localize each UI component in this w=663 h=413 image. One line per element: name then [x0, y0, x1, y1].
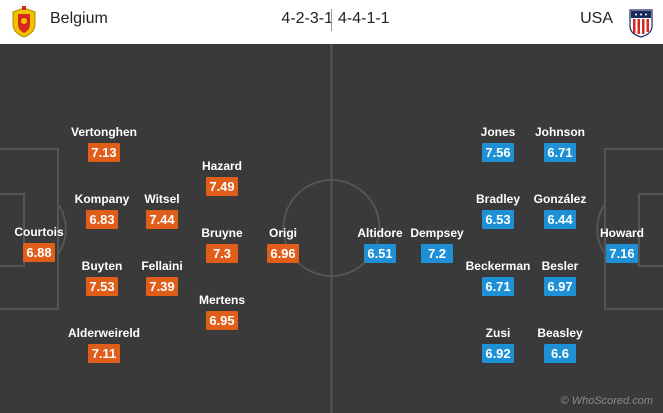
player-name: Buyten — [81, 259, 123, 273]
home-player-alderweireld[interactable]: Alderweireld 7.11 — [59, 326, 149, 363]
player-name: Beasley — [537, 326, 583, 340]
player-rating: 7.11 — [88, 344, 120, 363]
player-rating: 6.92 — [482, 344, 514, 363]
player-rating: 7.2 — [421, 244, 453, 263]
home-player-kompany[interactable]: Kompany 6.83 — [57, 192, 147, 229]
player-name: Fellaini — [141, 259, 183, 273]
home-player-hazard[interactable]: Hazard 7.49 — [177, 159, 267, 196]
player-name: Altidore — [357, 226, 403, 240]
player-rating: 6.97 — [544, 277, 576, 296]
player-name: Howard — [599, 226, 644, 240]
player-name: Zusi — [485, 326, 511, 340]
player-rating: 7.3 — [206, 244, 238, 263]
player-rating: 6.53 — [482, 210, 514, 229]
player-name: Besler — [541, 259, 579, 273]
away-player-johnson[interactable]: Johnson 6.71 — [515, 125, 605, 162]
home-player-witsel[interactable]: Witsel 7.44 — [117, 192, 207, 229]
player-rating: 6.71 — [544, 143, 576, 162]
home-player-mertens[interactable]: Mertens 6.95 — [177, 293, 267, 330]
player-name: González — [533, 192, 587, 206]
home-player-vertonghen[interactable]: Vertonghen 7.13 — [59, 125, 149, 162]
player-name: Origi — [268, 226, 297, 240]
away-player-howard[interactable]: Howard 7.16 — [577, 226, 663, 263]
player-rating: 6.88 — [23, 243, 55, 262]
player-name: Kompany — [74, 192, 130, 206]
away-player-besler[interactable]: Besler 6.97 — [515, 259, 605, 296]
player-name: Vertonghen — [70, 125, 137, 139]
player-name: Jones — [480, 125, 516, 139]
player-name: Bruyne — [201, 226, 243, 240]
home-player-courtois[interactable]: Courtois 6.88 — [0, 225, 84, 262]
away-player-jones[interactable]: Jones 7.56 — [453, 125, 543, 162]
away-player-beasley[interactable]: Beasley 6.6 — [515, 326, 605, 363]
player-rating: 6.51 — [364, 244, 396, 263]
home-player-fellaini[interactable]: Fellaini 7.39 — [117, 259, 207, 296]
away-player-dempsey[interactable]: Dempsey 7.2 — [392, 226, 482, 263]
player-rating: 7.44 — [146, 210, 178, 229]
formation-divider — [331, 9, 332, 31]
match-header: Belgium 4-2-3-1 4-4-1-1 USA — [0, 0, 663, 44]
player-name: Dempsey — [410, 226, 464, 240]
player-name: Johnson — [535, 125, 585, 139]
player-name: Hazard — [201, 159, 242, 173]
away-player-bradley[interactable]: Bradley 6.53 — [453, 192, 543, 229]
player-rating: 7.53 — [86, 277, 118, 296]
player-rating: 6.6 — [544, 344, 576, 363]
player-rating: 6.71 — [482, 277, 514, 296]
player-rating: 7.13 — [88, 143, 120, 162]
watermark: © WhoScored.com — [560, 395, 653, 407]
home-player-buyten[interactable]: Buyten 7.53 — [57, 259, 147, 296]
away-team-name: USA — [580, 10, 613, 27]
player-rating: 6.83 — [86, 210, 118, 229]
player-name: Bradley — [475, 192, 521, 206]
player-rating: 6.44 — [544, 210, 576, 229]
away-player-altidore[interactable]: Altidore 6.51 — [335, 226, 425, 263]
player-name: Witsel — [144, 192, 180, 206]
player-rating: 6.96 — [267, 244, 299, 263]
away-player-beckerman[interactable]: Beckerman 6.71 — [453, 259, 543, 296]
player-rating: 7.16 — [606, 244, 638, 263]
player-rating: 7.39 — [146, 277, 178, 296]
player-rating: 7.56 — [482, 143, 514, 162]
belgium-crest-icon — [10, 6, 38, 38]
home-player-origi[interactable]: Origi 6.96 — [238, 226, 328, 263]
home-team-name: Belgium — [50, 10, 108, 27]
player-name: Beckerman — [465, 259, 531, 273]
pitch-markings — [0, 44, 663, 413]
away-player-zusi[interactable]: Zusi 6.92 — [453, 326, 543, 363]
player-name: Mertens — [198, 293, 245, 307]
player-rating: 7.49 — [206, 177, 238, 196]
home-player-bruyne[interactable]: Bruyne 7.3 — [177, 226, 267, 263]
pitch: Courtois 6.88 Vertonghen 7.13 Kompany 6.… — [0, 44, 663, 413]
usa-crest-icon — [627, 6, 655, 38]
player-name: Courtois — [14, 225, 64, 239]
player-name: Alderweireld — [67, 326, 141, 340]
home-formation: 4-2-3-1 — [281, 10, 333, 27]
away-player-gonzalez[interactable]: González 6.44 — [515, 192, 605, 229]
player-rating: 6.95 — [206, 311, 238, 330]
away-formation: 4-4-1-1 — [338, 10, 390, 27]
